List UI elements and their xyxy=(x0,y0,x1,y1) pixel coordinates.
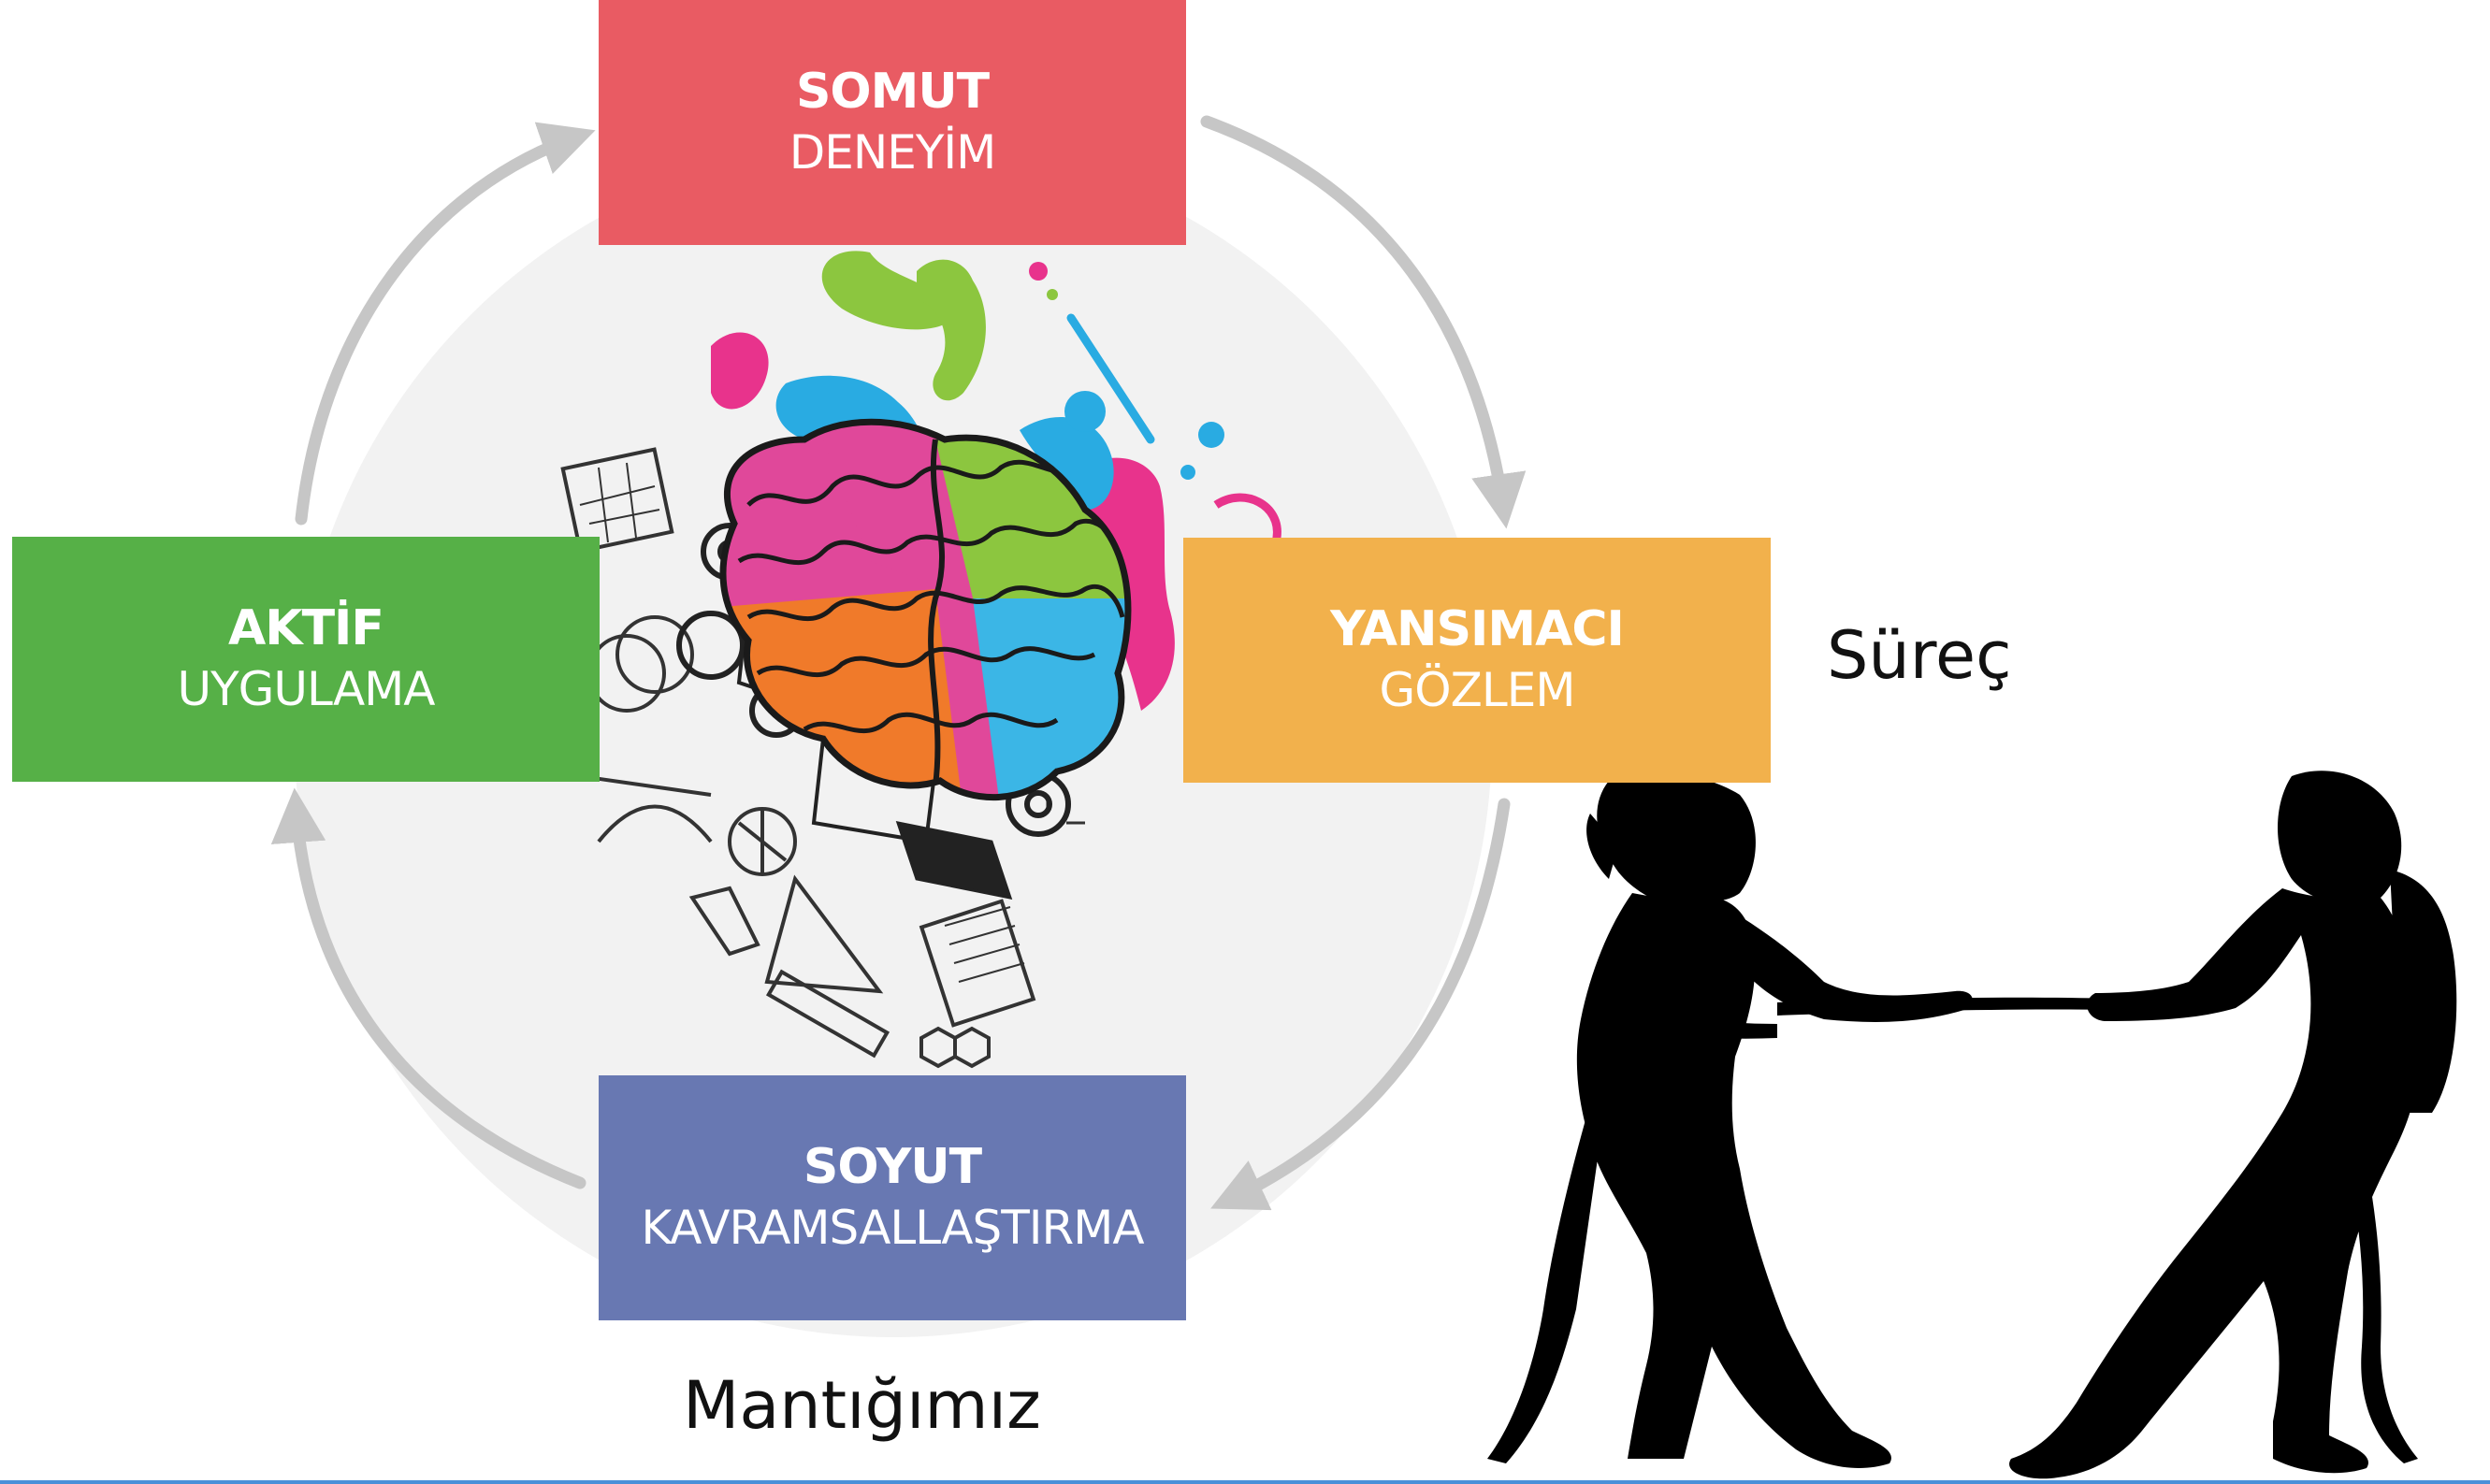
abstract-title: SOYUT xyxy=(803,1139,982,1195)
reflective-title: YANSIMACI xyxy=(1330,601,1625,657)
left-figure xyxy=(1487,772,1973,1468)
active-subtitle: UYGULAMA xyxy=(177,662,435,716)
tug-of-war-icon xyxy=(1487,771,2457,1479)
right-figure xyxy=(2009,771,2457,1479)
concrete-experience-box: SOMUT DENEYİM xyxy=(599,0,1186,245)
abstract-subtitle: KAVRAMSALLAŞTIRMA xyxy=(641,1201,1144,1255)
rope xyxy=(1777,997,2114,1016)
reflective-observation-box: YANSIMACI GÖZLEM xyxy=(1183,538,1771,783)
cycle-arrows xyxy=(270,115,1527,1211)
process-caption: Süreç xyxy=(1827,617,2012,694)
arrow-bottom-left xyxy=(270,787,586,1189)
reflective-subtitle: GÖZLEM xyxy=(1379,663,1576,717)
arrow-bottom-right xyxy=(1210,798,1511,1211)
concrete-title: SOMUT xyxy=(795,64,990,120)
active-experimentation-box: AKTİF UYGULAMA xyxy=(12,537,600,782)
arrow-top-left xyxy=(295,122,596,526)
science-sketch-icon xyxy=(560,447,1085,1069)
abstract-conceptualization-box: SOYUT KAVRAMSALLAŞTIRMA xyxy=(599,1075,1186,1320)
concrete-subtitle: DENEYİM xyxy=(789,125,997,180)
logic-caption: Mantığımız xyxy=(683,1367,1041,1444)
active-title: AKTİF xyxy=(228,600,384,656)
arrow-top-right xyxy=(1200,115,1527,529)
bottom-divider xyxy=(0,1480,2490,1484)
